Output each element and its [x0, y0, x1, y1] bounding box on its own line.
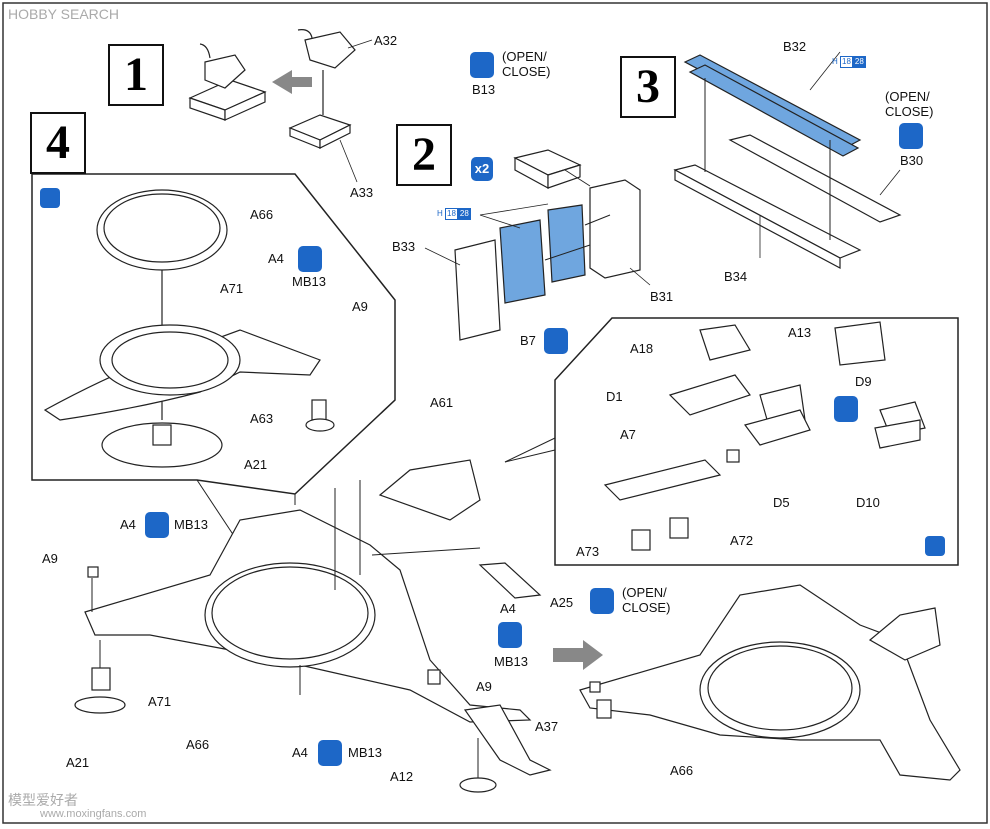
label-d10: D10 [856, 495, 880, 510]
open-close-icon [318, 740, 342, 766]
label-b32: B32 [783, 39, 807, 54]
label-a4-mid: A4 [500, 601, 516, 616]
label-a73: A73 [576, 544, 600, 559]
label-a4: A4 [268, 251, 284, 266]
label-a72: A72 [730, 533, 754, 548]
label-mb13-mid: MB13 [494, 654, 528, 669]
label-a66: A66 [186, 737, 210, 752]
label-a9: A9 [352, 299, 368, 314]
label-d1: D1 [606, 389, 623, 404]
label-mb13-bottom: MB13 [348, 745, 382, 760]
label-a71: A71 [220, 281, 244, 296]
label-a13: A13 [788, 325, 812, 340]
paint-brush-icon [925, 536, 945, 556]
label-mb13-top: MB13 [174, 517, 208, 532]
label-a32: A32 [374, 33, 398, 48]
open-close-icon [298, 246, 322, 272]
paint-brush-icon [40, 188, 60, 208]
open-close-label-1: (OPEN/ [885, 89, 930, 104]
label-d9: D9 [855, 374, 872, 389]
color-code-18: 18 [840, 56, 853, 68]
step1-arrow [272, 70, 312, 94]
result-assembly-drawing [579, 584, 961, 781]
open-close-icon [899, 123, 923, 149]
label-a7: A7 [620, 427, 636, 442]
watermark-bottom-url: www.moxingfans.com [40, 808, 147, 820]
open-close-icon [544, 328, 568, 354]
label-b33: B33 [392, 239, 416, 254]
watermark-top: HOBBY SEARCH [8, 6, 119, 22]
label-a71: A71 [148, 694, 172, 709]
color-code-h: H [832, 57, 838, 66]
label-b30: B30 [900, 153, 924, 168]
main-assembly-drawing [74, 459, 552, 793]
open-close-label-2: CLOSE) [622, 600, 671, 615]
step1-part-a32 [288, 29, 356, 149]
label-a4-bottom: A4 [292, 745, 308, 760]
label-a21: A21 [66, 755, 90, 770]
label-a66: A66 [250, 207, 274, 222]
label-a9-mid: A9 [476, 679, 492, 694]
label-b34: B34 [724, 269, 748, 284]
open-close-label-1: (OPEN/ [622, 585, 667, 600]
open-close-label-2: CLOSE) [502, 64, 551, 79]
label-mb13: MB13 [292, 274, 326, 289]
open-close-label-2: CLOSE) [885, 104, 934, 119]
label-b13: B13 [472, 82, 496, 97]
label-a61: A61 [430, 395, 454, 410]
step-3-number: 3 [620, 56, 676, 118]
step3-parts [673, 54, 902, 269]
open-close-icon [145, 512, 169, 538]
right-inset-drawing [603, 321, 926, 551]
label-a18: A18 [630, 341, 654, 356]
label-a63: A63 [250, 411, 274, 426]
label-b31: B31 [650, 289, 674, 304]
open-close-icon [470, 52, 494, 78]
label-b7: B7 [520, 333, 536, 348]
color-code-18: 18 [445, 208, 458, 220]
quantity-x2-badge: x2 [471, 157, 493, 181]
label-a12: A12 [390, 769, 414, 784]
step2-parts [454, 149, 641, 341]
open-close-icon [590, 588, 614, 614]
label-a33: A33 [350, 185, 374, 200]
label-a66-result: A66 [670, 763, 694, 778]
open-close-label-1: (OPEN/ [502, 49, 547, 64]
step4-inset-frame [31, 173, 396, 495]
color-code-h: H [437, 209, 443, 218]
label-d5: D5 [773, 495, 790, 510]
label-a25: A25 [550, 595, 574, 610]
result-arrow [553, 640, 603, 670]
label-a21: A21 [244, 457, 268, 472]
label-a4-top: A4 [120, 517, 136, 532]
open-close-icon [834, 396, 858, 422]
step-1-number: 1 [108, 44, 164, 106]
color-code-28: 28 [852, 56, 866, 68]
open-close-icon [498, 622, 522, 648]
step1-seat-assembled [188, 43, 267, 121]
step4-inset-drawing [43, 189, 335, 468]
label-a37: A37 [535, 719, 559, 734]
label-a9-left: A9 [42, 551, 58, 566]
step-2-number: 2 [396, 124, 452, 186]
right-inset-frame [554, 317, 959, 566]
step-4-number: 4 [30, 112, 86, 174]
watermark-bottom-cn: 模型爱好者 [8, 792, 78, 808]
color-code-28: 28 [457, 208, 471, 220]
